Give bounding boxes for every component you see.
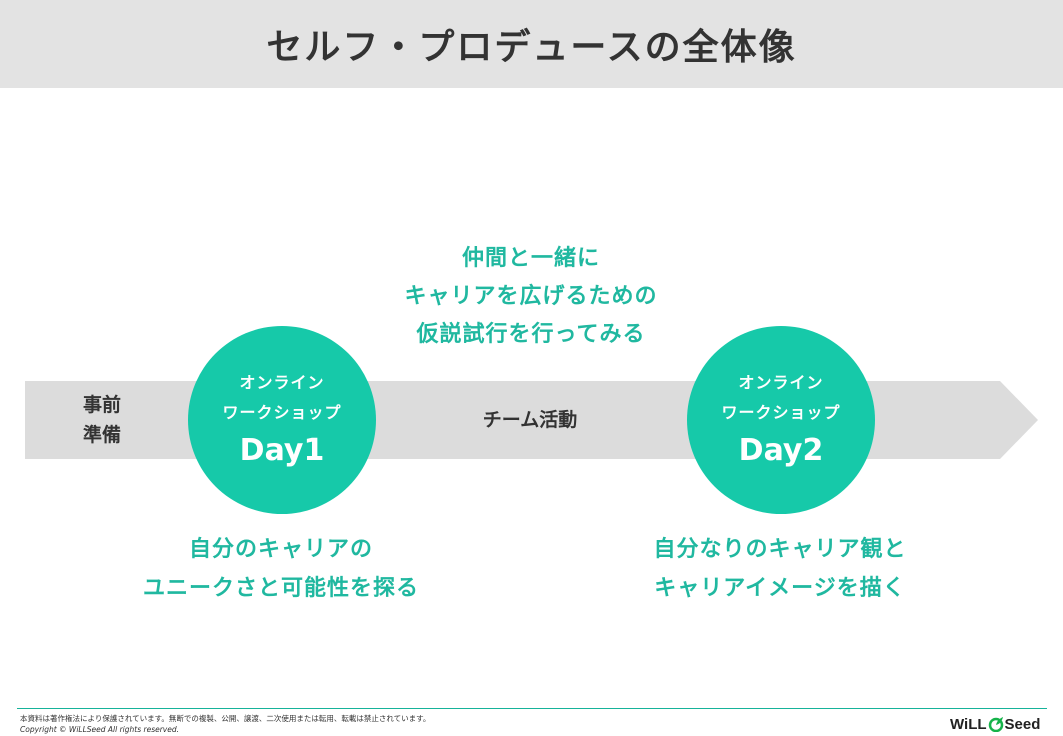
team-message-line3: 仮説試行を行ってみる: [416, 322, 646, 347]
pre-preparation-label: 事前 準備: [72, 390, 132, 450]
day2-caption-line1: 自分なりのキャリア観と: [653, 537, 907, 562]
day2-circle: オンライン ワークショップ Day2: [687, 326, 875, 514]
day2-line2: ワークショップ: [721, 403, 841, 422]
page-title: セルフ・プロデュースの全体像: [266, 27, 797, 68]
team-message: 仲間と一緒に キャリアを広げるための 仮説試行を行ってみる: [331, 240, 731, 354]
team-activity-label: チーム活動: [482, 409, 578, 431]
title-bar: セルフ・プロデュースの全体像: [0, 0, 1063, 88]
copyright-notice: 本資料は著作権法により保護されています。無断での複製、公開、譲渡、二次使用または…: [20, 714, 431, 723]
day2-caption: 自分なりのキャリア観と キャリアイメージを描く: [600, 530, 960, 608]
team-message-line2: キャリアを広げるための: [404, 284, 658, 309]
pre-label-line1: 事前: [82, 394, 121, 416]
day1-caption: 自分のキャリアの ユニークさと可能性を探る: [101, 530, 461, 608]
team-message-line1: 仲間と一緒に: [461, 246, 600, 271]
pre-label-line2: 準備: [82, 424, 121, 446]
logo-text-left: WiLL: [950, 715, 987, 733]
day2-line1: オンライン: [738, 373, 824, 392]
seed-leaf-icon: [988, 717, 1003, 732]
day1-line1: オンライン: [239, 373, 325, 392]
footer-divider: [17, 708, 1047, 709]
day2-caption-line2: キャリアイメージを描く: [654, 576, 906, 601]
day1-caption-line1: 自分のキャリアの: [188, 537, 373, 562]
willseed-logo: WiLL Seed: [950, 713, 1040, 735]
day2-label: Day2: [738, 433, 824, 468]
copyright-text: Copyright © WiLLSeed All rights reserved…: [20, 725, 180, 734]
day1-line2: ワークショップ: [222, 403, 342, 422]
day1-label: Day1: [239, 433, 325, 468]
logo-text-right: Seed: [1004, 715, 1041, 733]
day1-circle: オンライン ワークショップ Day1: [188, 326, 376, 514]
day1-caption-line2: ユニークさと可能性を探る: [142, 576, 419, 601]
